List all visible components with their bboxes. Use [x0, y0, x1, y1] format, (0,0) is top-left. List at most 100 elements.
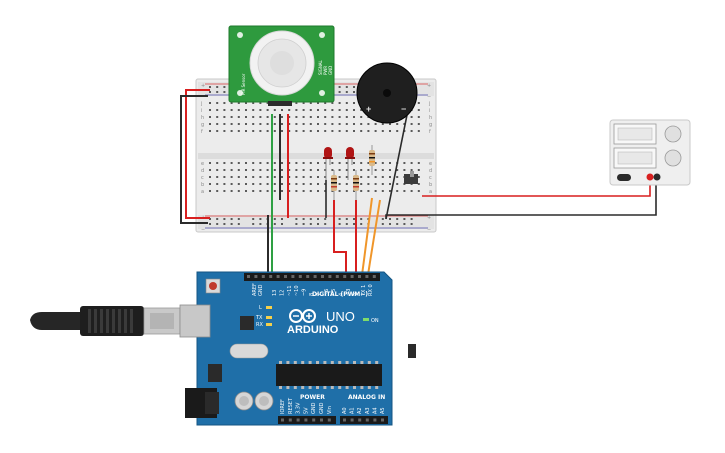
header-pin[interactable]: [358, 275, 361, 278]
breadboard-hole[interactable]: [223, 169, 226, 171]
resistor-3[interactable]: [369, 145, 375, 175]
breadboard-hole[interactable]: [295, 123, 298, 125]
breadboard-hole[interactable]: [281, 190, 283, 192]
rail-hole[interactable]: [259, 223, 262, 225]
breadboard-hole[interactable]: [266, 183, 269, 185]
breadboard-hole[interactable]: [281, 116, 283, 118]
breadboard-hole[interactable]: [302, 190, 305, 192]
header-pin[interactable]: [343, 275, 347, 278]
wire-red-rail-left[interactable]: [185, 89, 210, 219]
breadboard-hole[interactable]: [389, 176, 391, 178]
breadboard-hole[interactable]: [266, 102, 269, 104]
header-pin[interactable]: [343, 418, 346, 422]
breadboard-hole[interactable]: [417, 102, 420, 104]
breadboard-hole[interactable]: [338, 162, 341, 164]
breadboard-hole[interactable]: [360, 123, 363, 125]
rail-hole[interactable]: [230, 218, 233, 220]
breadboard-hole[interactable]: [245, 123, 247, 125]
breadboard-hole[interactable]: [230, 109, 233, 111]
breadboard-hole[interactable]: [389, 190, 391, 192]
breadboard-hole[interactable]: [252, 109, 255, 111]
breadboard-hole[interactable]: [324, 123, 327, 125]
breadboard-hole[interactable]: [245, 109, 247, 111]
breadboard-hole[interactable]: [317, 116, 319, 118]
breadboard-hole[interactable]: [309, 123, 312, 125]
breadboard-hole[interactable]: [266, 169, 269, 171]
breadboard-hole[interactable]: [417, 183, 420, 185]
breadboard-hole[interactable]: [374, 183, 377, 185]
breadboard-hole[interactable]: [295, 183, 298, 185]
breadboard-hole[interactable]: [417, 123, 420, 125]
breadboard-hole[interactable]: [403, 190, 406, 192]
breadboard-hole[interactable]: [223, 190, 226, 192]
breadboard-hole[interactable]: [331, 109, 334, 111]
breadboard-hole[interactable]: [353, 102, 355, 104]
breadboard-hole[interactable]: [309, 190, 312, 192]
breadboard-hole[interactable]: [389, 162, 391, 164]
breadboard-hole[interactable]: [317, 162, 319, 164]
resistor-1[interactable]: [331, 170, 337, 200]
breadboard-hole[interactable]: [273, 190, 276, 192]
breadboard-hole[interactable]: [252, 116, 255, 118]
breadboard-hole[interactable]: [331, 190, 334, 192]
breadboard-hole[interactable]: [230, 183, 233, 185]
breadboard-hole[interactable]: [252, 123, 255, 125]
wire-black-power-supply[interactable]: [385, 178, 657, 219]
header-pin[interactable]: [350, 418, 354, 422]
breadboard-hole[interactable]: [367, 176, 370, 178]
breadboard-hole[interactable]: [259, 130, 262, 132]
breadboard-hole[interactable]: [281, 109, 283, 111]
breadboard-hole[interactable]: [266, 130, 269, 132]
breadboard-hole[interactable]: [273, 123, 276, 125]
breadboard-hole[interactable]: [345, 109, 348, 111]
breadboard-hole[interactable]: [338, 109, 341, 111]
header-pin[interactable]: [261, 275, 265, 278]
rail-hole[interactable]: [381, 223, 384, 225]
breadboard-hole[interactable]: [245, 169, 247, 171]
breadboard-hole[interactable]: [345, 102, 348, 104]
breadboard-hole[interactable]: [367, 183, 370, 185]
rail-hole[interactable]: [223, 223, 226, 225]
breadboard-hole[interactable]: [223, 123, 226, 125]
breadboard-hole[interactable]: [417, 162, 420, 164]
usb-cable[interactable]: [30, 306, 181, 336]
breadboard-hole[interactable]: [360, 109, 363, 111]
breadboard-hole[interactable]: [309, 183, 312, 185]
slide-switch[interactable]: [404, 171, 418, 184]
breadboard-hole[interactable]: [381, 162, 384, 164]
breadboard-hole[interactable]: [367, 190, 370, 192]
rail-hole[interactable]: [317, 223, 319, 225]
breadboard-hole[interactable]: [331, 116, 334, 118]
header-pin[interactable]: [335, 275, 339, 278]
breadboard-hole[interactable]: [288, 109, 291, 111]
breadboard-hole[interactable]: [223, 116, 226, 118]
breadboard-hole[interactable]: [266, 116, 269, 118]
rail-hole[interactable]: [324, 218, 327, 220]
header-pin[interactable]: [381, 418, 384, 422]
breadboard-hole[interactable]: [237, 102, 240, 104]
breadboard-hole[interactable]: [295, 102, 298, 104]
rail-hole[interactable]: [381, 218, 384, 220]
header-pin[interactable]: [372, 275, 376, 278]
breadboard-hole[interactable]: [259, 123, 262, 125]
breadboard-hole[interactable]: [281, 162, 283, 164]
breadboard-hole[interactable]: [410, 123, 413, 125]
breadboard-hole[interactable]: [237, 169, 240, 171]
breadboard-hole[interactable]: [252, 176, 255, 178]
header-pin[interactable]: [288, 418, 292, 422]
led-1[interactable]: [323, 147, 333, 180]
breadboard-hole[interactable]: [288, 169, 291, 171]
rail-hole[interactable]: [360, 223, 363, 225]
breadboard-hole[interactable]: [309, 130, 312, 132]
breadboard-hole[interactable]: [338, 183, 341, 185]
rail-hole[interactable]: [403, 218, 406, 220]
breadboard-hole[interactable]: [396, 130, 399, 132]
breadboard-hole[interactable]: [410, 116, 413, 118]
header-pin[interactable]: [327, 418, 331, 422]
breadboard-hole[interactable]: [302, 176, 305, 178]
breadboard-hole[interactable]: [281, 123, 283, 125]
header-pin[interactable]: [284, 275, 287, 278]
wire-red-led1-to-arduino[interactable]: [333, 200, 347, 275]
breadboard-hole[interactable]: [324, 116, 327, 118]
